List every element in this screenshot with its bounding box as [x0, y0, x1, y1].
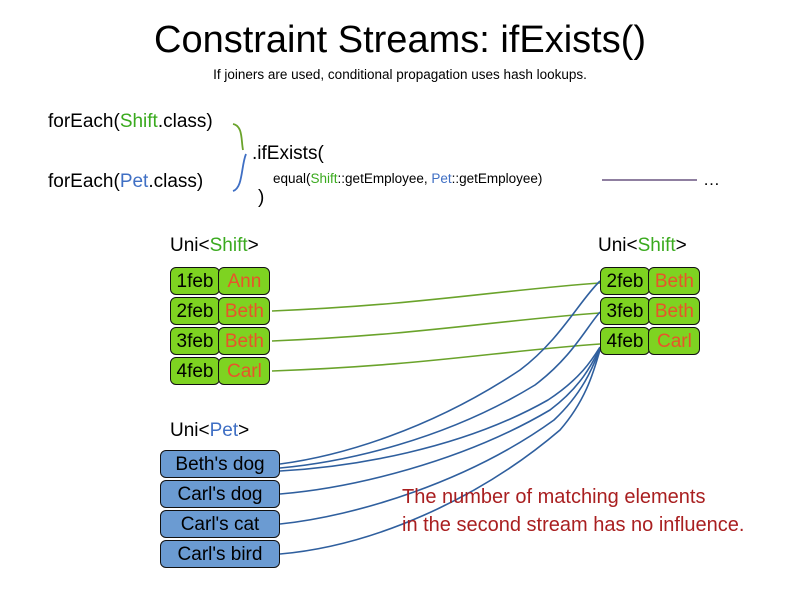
- fact-row-left-shift[interactable]: 4feb Carl: [170, 357, 271, 385]
- fact-date: 4feb: [170, 357, 220, 385]
- fact-row-pet[interactable]: Beth's dog: [160, 450, 280, 478]
- code-foreach-shift-prefix: forEach(: [48, 111, 120, 132]
- fact-employee: Ann: [218, 267, 271, 295]
- wire-shift-3feb: [271, 312, 601, 342]
- label-type: Shift: [637, 235, 676, 256]
- stream-label-pet: Uni<Pet>: [170, 419, 249, 443]
- fact-pet-name: Carl's dog: [160, 480, 280, 508]
- fact-date: 2feb: [600, 267, 650, 295]
- label-type: Pet: [209, 420, 239, 441]
- brace-shift-to-ifexists: [232, 123, 244, 151]
- code-close-paren: ): [258, 187, 265, 208]
- wire-shift-4feb: [271, 343, 601, 372]
- code-equal-pet-type: Pet: [431, 171, 452, 186]
- wire-pet-carls-dog-to-4feb: [279, 347, 601, 495]
- fact-employee: Beth: [648, 297, 701, 325]
- label-prefix: Uni<: [598, 235, 638, 256]
- fact-pet-name: Beth's dog: [160, 450, 280, 478]
- wire-pet-beths-dog-to-2feb: [279, 280, 601, 465]
- fact-date: 4feb: [600, 327, 650, 355]
- fact-row-pet[interactable]: Carl's cat: [160, 510, 280, 538]
- fact-employee: Carl: [648, 327, 701, 355]
- label-suffix: >: [238, 420, 250, 441]
- fact-row-right-shift[interactable]: 4feb Carl: [600, 327, 701, 355]
- label-prefix: Uni<: [170, 420, 210, 441]
- code-foreach-shift-suffix: .class): [157, 111, 213, 132]
- fact-date: 3feb: [170, 327, 220, 355]
- fact-date: 2feb: [170, 297, 220, 325]
- annotation-note: The number of matching elements in the s…: [402, 483, 744, 539]
- code-equal-pet-method: ::getEmployee): [451, 171, 543, 186]
- fact-row-left-shift[interactable]: 3feb Beth: [170, 327, 271, 355]
- fact-row-pet[interactable]: Carl's dog: [160, 480, 280, 508]
- fact-employee: Beth: [218, 327, 271, 355]
- code-ellipsis: …: [703, 170, 720, 189]
- fact-employee: Beth: [218, 297, 271, 325]
- label-prefix: Uni<: [170, 235, 210, 256]
- code-equal-shift-method: ::getEmployee,: [337, 171, 432, 186]
- fact-row-right-shift[interactable]: 2feb Beth: [600, 267, 701, 295]
- wire-pet-beths-dog-to-3feb: [279, 311, 601, 469]
- code-ifexists: .ifExists(: [252, 143, 324, 164]
- code-foreach-pet-suffix: .class): [148, 171, 204, 192]
- label-suffix: >: [247, 235, 259, 256]
- code-equal-prefix: equal(: [273, 171, 311, 186]
- fact-row-left-shift[interactable]: 1feb Ann: [170, 267, 271, 295]
- code-foreach-shift: forEach(Shift.class): [48, 110, 213, 134]
- page-subtitle: If joiners are used, conditional propaga…: [213, 67, 587, 82]
- fact-date: 3feb: [600, 297, 650, 325]
- annotation-line-1: The number of matching elements: [402, 486, 706, 508]
- fact-row-left-shift[interactable]: 2feb Beth: [170, 297, 271, 325]
- fact-employee: Carl: [218, 357, 271, 385]
- code-foreach-shift-type: Shift: [119, 111, 158, 132]
- fact-pet-name: Carl's cat: [160, 510, 280, 538]
- fact-pet-name: Carl's bird: [160, 540, 280, 568]
- code-equal-shift-type: Shift: [310, 171, 338, 186]
- annotation-line-2: in the second stream has no influence.: [402, 514, 745, 536]
- code-equal-joiner: equal(Shift::getEmployee, Pet::getEmploy…: [273, 170, 542, 187]
- fact-date: 1feb: [170, 267, 220, 295]
- code-foreach-pet: forEach(Pet.class): [48, 170, 203, 194]
- code-foreach-pet-prefix: forEach(: [48, 171, 120, 192]
- fact-row-pet[interactable]: Carl's bird: [160, 540, 280, 568]
- label-type: Shift: [209, 235, 248, 256]
- stream-label-right-shift: Uni<Shift>: [598, 234, 687, 258]
- wire-pet-beths-dog-to-4feb: [279, 346, 601, 472]
- page-title: Constraint Streams: ifExists(): [154, 19, 646, 61]
- wire-shift-2feb: [271, 282, 601, 312]
- label-suffix: >: [675, 235, 687, 256]
- fact-row-right-shift[interactable]: 3feb Beth: [600, 297, 701, 325]
- fact-employee: Beth: [648, 267, 701, 295]
- stream-label-left-shift: Uni<Shift>: [170, 234, 259, 258]
- code-foreach-pet-type: Pet: [119, 171, 149, 192]
- brace-pet-to-ifexists: [232, 153, 247, 192]
